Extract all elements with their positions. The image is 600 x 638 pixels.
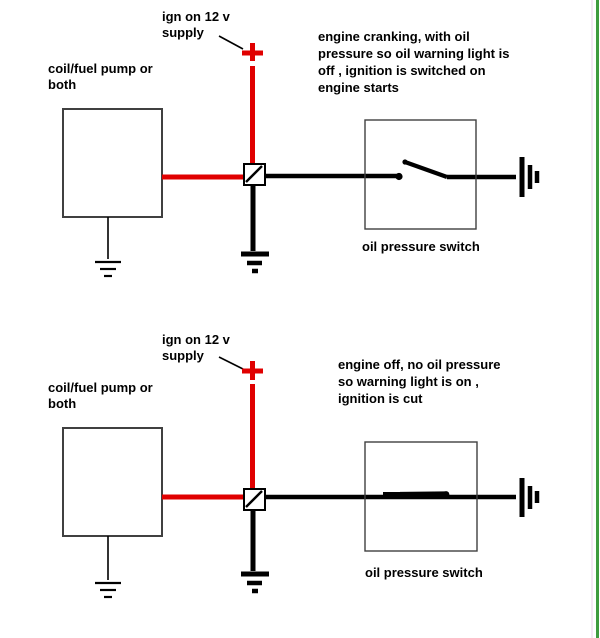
junction-diagonal bbox=[245, 165, 263, 183]
coil-fuel-pump-box bbox=[62, 427, 163, 537]
supply-pointer-line bbox=[218, 35, 244, 50]
scenario-description: engine cranking, with oil pressure so oi… bbox=[318, 29, 510, 95]
oil-pressure-switch-box bbox=[364, 441, 478, 552]
switch-contact-dot bbox=[442, 491, 450, 498]
junction-diagonal bbox=[245, 490, 263, 508]
page-edge-green-line bbox=[596, 0, 599, 638]
switch-arm-closed bbox=[399, 491, 446, 497]
pump-label: coil/fuel pump or both bbox=[48, 61, 153, 92]
pump-label: coil/fuel pump or both bbox=[48, 380, 153, 411]
switch-label: oil pressure switch bbox=[365, 565, 483, 580]
switch-label: oil pressure switch bbox=[362, 239, 480, 254]
switch-arm-open bbox=[404, 160, 448, 179]
supply-label: ign on 12 v supply bbox=[162, 9, 230, 40]
supply-pointer-line bbox=[218, 356, 244, 370]
page-edge-pink-line bbox=[591, 0, 593, 638]
switch-contact-dot bbox=[395, 172, 403, 181]
supply-label: ign on 12 v supply bbox=[162, 332, 230, 363]
scenario-description: engine off, no oil pressure so warning l… bbox=[338, 357, 501, 406]
coil-fuel-pump-box bbox=[62, 108, 163, 218]
oil-pressure-switch-box bbox=[364, 119, 477, 230]
